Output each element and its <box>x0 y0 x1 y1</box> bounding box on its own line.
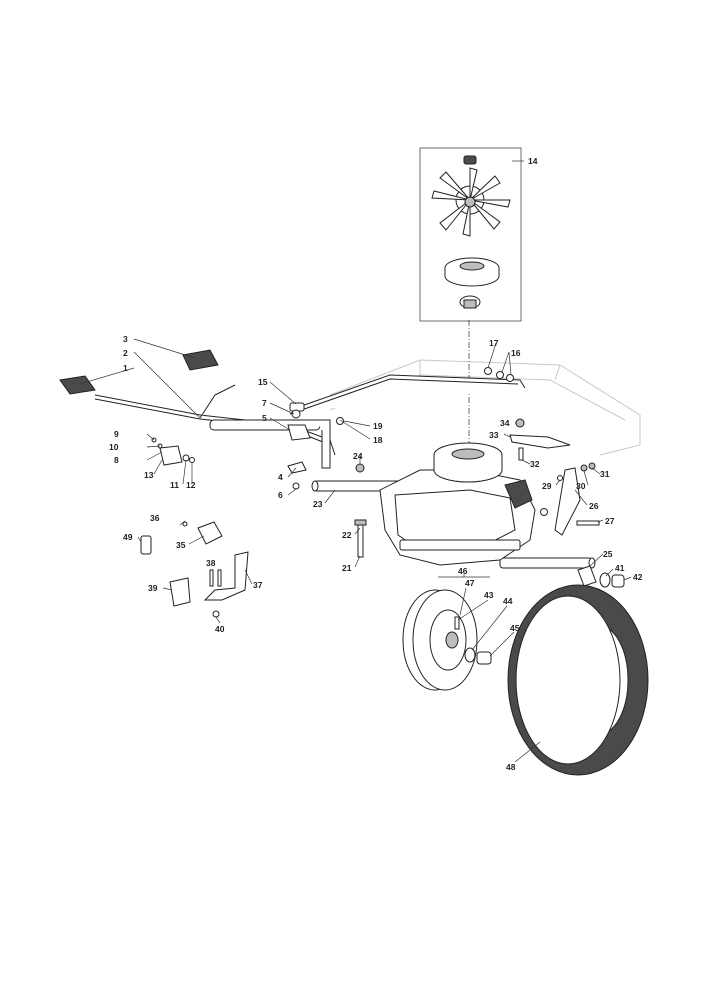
callout-37: 37 <box>253 580 263 590</box>
nut-34 <box>515 418 525 428</box>
callout-29: 29 <box>542 481 552 491</box>
callout-14: 14 <box>528 156 538 166</box>
callout-43: 43 <box>484 590 494 600</box>
control-rods <box>94 374 526 469</box>
bolt-38 <box>209 569 214 587</box>
callout-26: 26 <box>589 501 599 511</box>
lever-33 <box>509 434 571 449</box>
washer-19 <box>336 417 344 425</box>
callout-13: 13 <box>144 470 154 480</box>
callout-11: 11 <box>170 480 179 490</box>
spacer-22 <box>354 519 367 526</box>
plate-26 <box>554 467 581 536</box>
washer-44 <box>464 647 476 663</box>
nut-12 <box>189 457 195 463</box>
callout-25: 25 <box>603 549 613 559</box>
bracket-35 <box>197 521 223 545</box>
callout-27: 27 <box>605 516 615 526</box>
callout-12: 12 <box>186 480 196 490</box>
callout-7: 7 <box>262 398 267 408</box>
bushing-42 <box>611 574 625 588</box>
callout-10: 10 <box>109 442 119 452</box>
nut-40 <box>212 610 220 618</box>
bushing-45 <box>476 651 492 665</box>
bolt-32 <box>518 447 524 461</box>
callout-32: 32 <box>530 459 540 469</box>
valve-43 <box>454 616 460 630</box>
plate-25 <box>577 565 597 587</box>
callout-39: 39 <box>148 583 158 593</box>
pedal-pad-3 <box>182 349 219 371</box>
nut-16 <box>506 374 514 382</box>
bolt-27 <box>576 520 600 526</box>
wheel-rim <box>402 589 478 691</box>
callout-44: 44 <box>503 596 513 606</box>
bracket-13 <box>159 445 183 466</box>
callout-16: 16 <box>511 348 521 358</box>
callout-8: 8 <box>114 455 119 465</box>
callout-labels: 1 2 3 4 5 6 7 8 9 10 11 12 13 14 15 16 1… <box>109 156 643 772</box>
callout-2: 2 <box>123 348 128 358</box>
clip-4 <box>287 461 307 474</box>
callout-24: 24 <box>353 451 363 461</box>
nut-24 <box>355 463 365 473</box>
callout-3: 3 <box>123 334 128 344</box>
callout-36: 36 <box>150 513 160 523</box>
fan-pulley-inset <box>419 147 522 322</box>
nut-30 <box>580 464 588 472</box>
callout-49: 49 <box>123 532 133 542</box>
callout-35: 35 <box>176 540 186 550</box>
ring-17 <box>484 367 492 375</box>
tire-48 <box>507 584 649 776</box>
callout-46: 46 <box>458 566 468 576</box>
callout-17: 17 <box>489 338 499 348</box>
bracket-5 <box>287 424 311 441</box>
callout-30: 30 <box>576 481 586 491</box>
washer-16 <box>496 371 504 379</box>
callout-19: 19 <box>373 421 383 431</box>
callout-4: 4 <box>278 472 283 482</box>
bushing-49 <box>140 535 152 555</box>
callout-42: 42 <box>633 572 643 582</box>
callout-40: 40 <box>215 624 225 634</box>
callout-38: 38 <box>206 558 216 568</box>
callout-48: 48 <box>506 762 516 772</box>
callout-31: 31 <box>600 469 610 479</box>
callout-15: 15 <box>258 377 268 387</box>
callout-6: 6 <box>278 490 283 500</box>
bracket-37 <box>203 551 249 601</box>
washer-29 <box>557 475 563 481</box>
screw-36 <box>182 521 188 527</box>
callout-47: 47 <box>465 578 475 588</box>
callout-18: 18 <box>373 435 383 445</box>
washer-41 <box>599 572 611 588</box>
callout-23: 23 <box>313 499 323 509</box>
callout-33: 33 <box>489 430 499 440</box>
pedal-pad-1 <box>59 375 96 395</box>
transmission <box>379 442 536 566</box>
leader-lines <box>79 160 632 763</box>
screw-6 <box>292 482 300 490</box>
bushing-7 <box>291 409 301 419</box>
cooling-fan <box>431 155 511 237</box>
bolt-38b <box>217 569 222 587</box>
callout-1: 1 <box>123 363 128 373</box>
nut-31 <box>588 462 596 470</box>
washer-left <box>540 508 548 516</box>
callout-34: 34 <box>500 418 510 428</box>
callout-41: 41 <box>615 563 625 573</box>
pulley <box>444 257 500 287</box>
callout-45: 45 <box>510 623 520 633</box>
switch-39 <box>169 577 191 607</box>
callout-5: 5 <box>262 413 267 423</box>
callout-9: 9 <box>114 429 119 439</box>
callout-22: 22 <box>342 530 352 540</box>
pulley-hub <box>459 295 481 309</box>
callout-21: 21 <box>342 563 352 573</box>
axle-25 <box>499 557 596 569</box>
